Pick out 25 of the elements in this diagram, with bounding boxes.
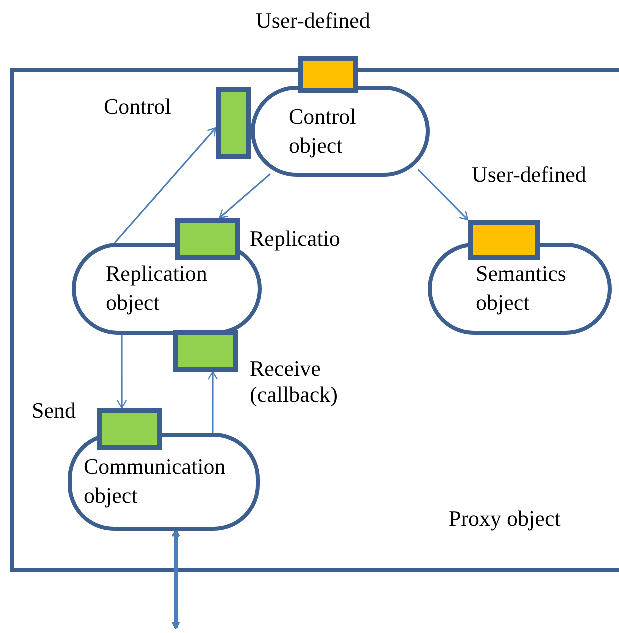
interface-port <box>173 330 238 372</box>
arrow <box>116 335 128 409</box>
arrow <box>219 174 271 219</box>
port-label: User-defined <box>256 8 370 34</box>
object-label: Replication object <box>106 260 208 317</box>
object-label: Semantics object <box>476 260 568 317</box>
port-label: Replicatio <box>250 226 340 252</box>
arrow <box>114 127 217 244</box>
arrow <box>208 371 218 433</box>
object-label: Communication object <box>84 453 227 510</box>
object-label: Control object <box>289 102 358 160</box>
interface-port <box>468 220 540 260</box>
interface-port <box>97 408 162 450</box>
interface-port <box>298 56 358 93</box>
interface-port <box>216 87 251 159</box>
port-label: Receive (callback) <box>250 356 339 409</box>
object-box <box>251 86 430 177</box>
frame-label: Proxy object <box>449 506 561 532</box>
port-label: Control <box>104 94 172 120</box>
interface-port <box>175 218 240 260</box>
proxy-frame <box>10 68 619 572</box>
arrow <box>172 530 180 629</box>
port-label: Send <box>32 398 76 424</box>
port-label: User-defined <box>472 162 586 188</box>
arrow <box>418 169 469 221</box>
